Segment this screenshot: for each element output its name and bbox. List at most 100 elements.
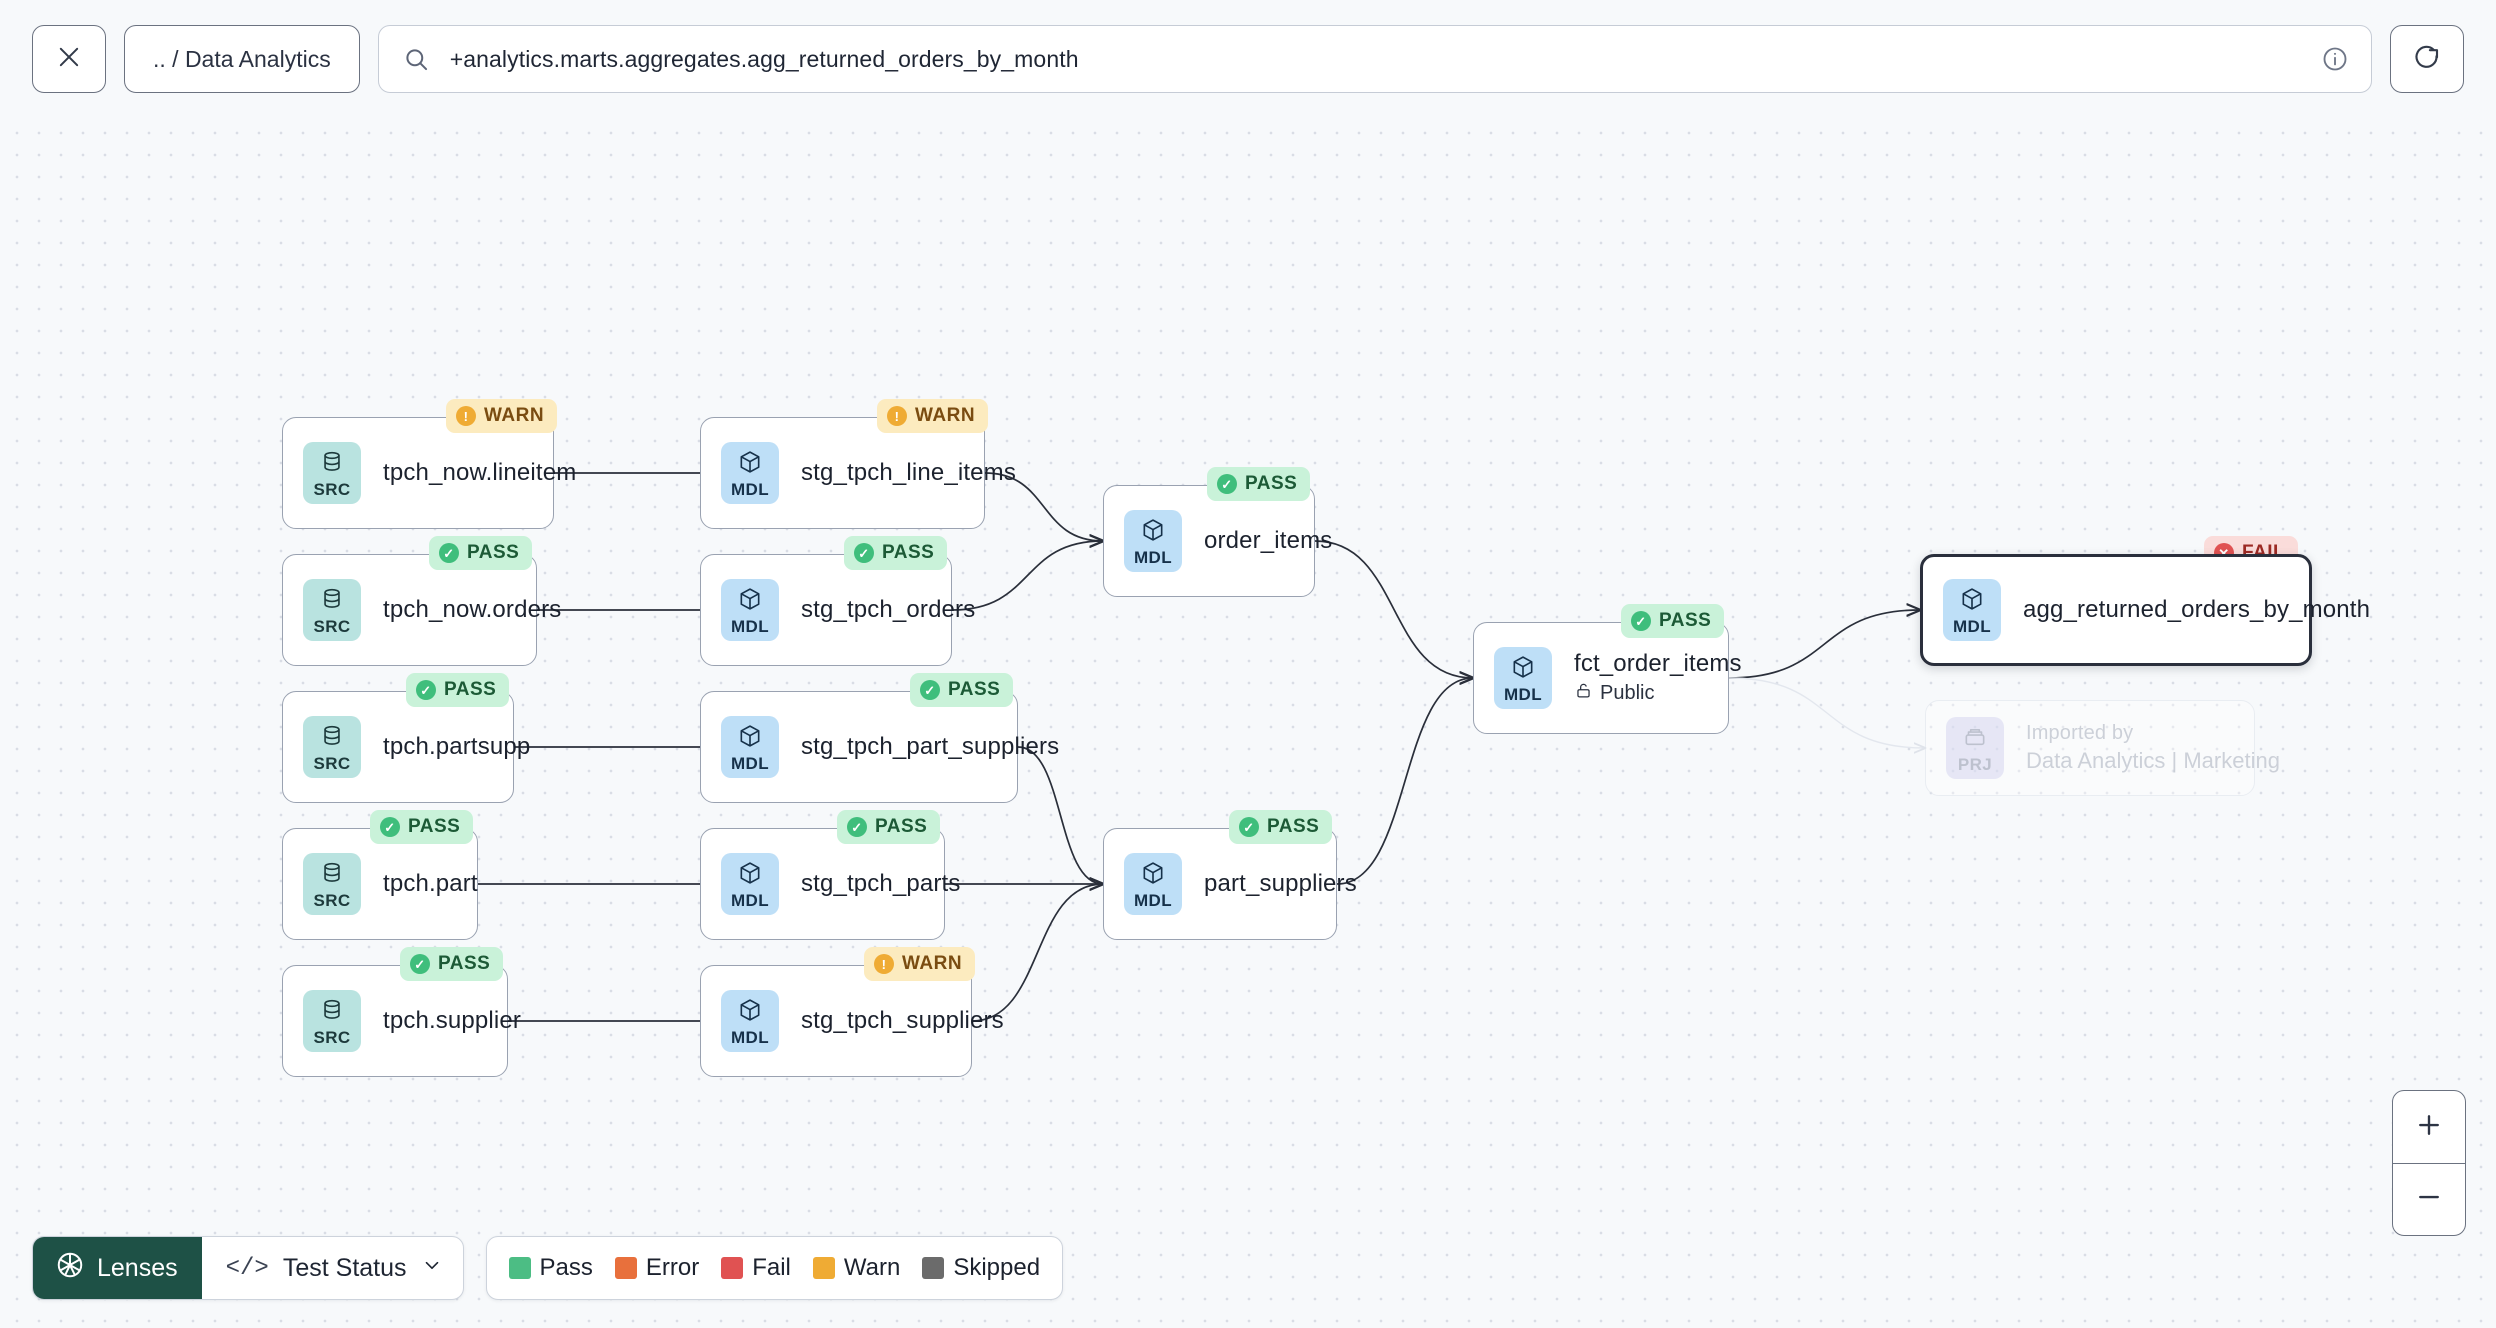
unlock-icon: [1574, 681, 1593, 706]
status-badge-label: PASS: [948, 679, 1001, 700]
node-text: order_items: [1204, 527, 1332, 555]
mdl-icon: [737, 586, 763, 617]
legend-swatch: [614, 1257, 637, 1279]
node-name: stg_tpch_parts: [801, 870, 961, 897]
src-icon: [319, 586, 345, 617]
chip-label: SRC: [313, 890, 351, 910]
status-badge: ✓PASS: [1229, 810, 1333, 844]
chip-label: MDL: [730, 616, 770, 636]
edge-layer: [478, 472, 2496, 1022]
node-text: tpch.supplier: [383, 1007, 521, 1035]
legend-swatch: [812, 1257, 835, 1279]
lineage-node[interactable]: SRC tpch_now.orders: [282, 554, 562, 666]
chip-label: MDL: [730, 753, 770, 773]
node-text: tpch.partsupp: [383, 733, 531, 761]
chip-label: SRC: [313, 479, 351, 499]
legend-item[interactable]: Pass: [508, 1254, 593, 1282]
status-badge: ✓PASS: [400, 947, 504, 981]
node-name: stg_tpch_suppliers: [801, 1007, 1004, 1034]
plus-icon: [2414, 1110, 2444, 1145]
node-name: stg_tpch_part_suppliers: [801, 733, 1060, 760]
status-badge-label: PASS: [882, 542, 935, 563]
mdl-icon: [737, 723, 763, 754]
pass-icon: ✓: [380, 817, 400, 837]
test-status-dropdown[interactable]: </> Test Status: [202, 1237, 463, 1299]
status-badge-label: PASS: [1659, 610, 1712, 631]
legend-item[interactable]: Error: [614, 1254, 699, 1282]
node-name: fct_order_items: [1574, 650, 1742, 677]
pass-icon: ✓: [416, 680, 436, 700]
status-badge: ✓ PASS: [910, 673, 1014, 707]
aperture-icon: [55, 1250, 85, 1287]
legend-item[interactable]: Warn: [812, 1254, 900, 1282]
node-text: tpch_now.lineitem: [383, 459, 576, 487]
status-badge: !WARN: [877, 399, 989, 433]
legend-swatch: [922, 1257, 945, 1279]
src-icon: [319, 997, 345, 1028]
legend-item[interactable]: Skipped: [922, 1254, 1040, 1282]
status-badge-label: WARN: [902, 953, 963, 974]
refresh-icon: [2412, 42, 2442, 77]
search-input[interactable]: +analytics.marts.aggregates.agg_returned…: [449, 45, 1079, 72]
warn-icon: !: [456, 406, 476, 426]
status-badge: ✓PASS: [837, 810, 941, 844]
status-badge-label: WARN: [915, 405, 976, 426]
mdl-chip: MDL: [1943, 579, 2001, 641]
top-toolbar: .. / Data Analytics +analytics.marts.agg…: [0, 0, 2496, 118]
legend-swatch: [721, 1257, 744, 1279]
lineage-node[interactable]: MDL stg_tpch_orders: [700, 554, 976, 666]
breadcrumb-label: .. / Data Analytics: [153, 45, 331, 72]
zoom-in-button[interactable]: [2393, 1091, 2465, 1163]
src-chip: SRC: [303, 579, 361, 641]
status-badge-label: PASS: [875, 816, 928, 837]
status-badge: ✓ PASS: [1621, 604, 1725, 638]
lineage-search-bar[interactable]: +analytics.marts.aggregates.agg_returned…: [377, 25, 2372, 93]
code-icon: </>: [225, 1254, 269, 1282]
zoom-out-button[interactable]: [2393, 1163, 2465, 1235]
lineage-edge: [951, 541, 1103, 611]
chip-label: MDL: [1133, 547, 1173, 567]
node-subtitle-label: Public: [1600, 682, 1655, 704]
status-badge: ✓PASS: [429, 536, 533, 570]
node-text: stg_tpch_line_items: [801, 459, 1016, 487]
pass-icon: ✓: [1239, 817, 1259, 837]
lenses-button[interactable]: Lenses: [33, 1237, 202, 1299]
legend-item[interactable]: Fail: [721, 1254, 791, 1282]
mdl-icon: [737, 997, 763, 1028]
lineage-node[interactable]: SRC tpch_now.lineitem: [282, 417, 576, 529]
node-name: tpch.partsupp: [383, 733, 531, 760]
status-badge: ✓ PASS: [406, 673, 510, 707]
breadcrumb[interactable]: .. / Data Analytics: [124, 25, 360, 93]
lineage-edge: [1314, 540, 1473, 678]
pass-icon: ✓: [920, 680, 940, 700]
node-text: stg_tpch_parts: [801, 870, 961, 898]
pass-icon: ✓: [1631, 611, 1651, 631]
lineage-node[interactable]: MDL order_items: [1103, 485, 1332, 597]
close-button[interactable]: [32, 25, 106, 93]
node-name: tpch_now.orders: [383, 596, 562, 623]
chip-label: PRJ: [1957, 754, 1993, 774]
src-icon: [319, 449, 345, 480]
pass-icon: ✓: [854, 543, 874, 563]
mdl-chip: MDL: [1494, 647, 1552, 709]
info-icon[interactable]: [2321, 45, 2349, 73]
node-name: stg_tpch_orders: [801, 596, 976, 623]
lineage-node[interactable]: MDL stg_tpch_part_suppliers: [700, 691, 1060, 803]
refresh-button[interactable]: [2390, 25, 2464, 93]
status-badge-label: PASS: [444, 679, 497, 700]
chip-label: MDL: [1952, 616, 1992, 636]
mdl-icon: [1959, 586, 1985, 617]
prj-chip: PRJ: [1946, 717, 2004, 779]
